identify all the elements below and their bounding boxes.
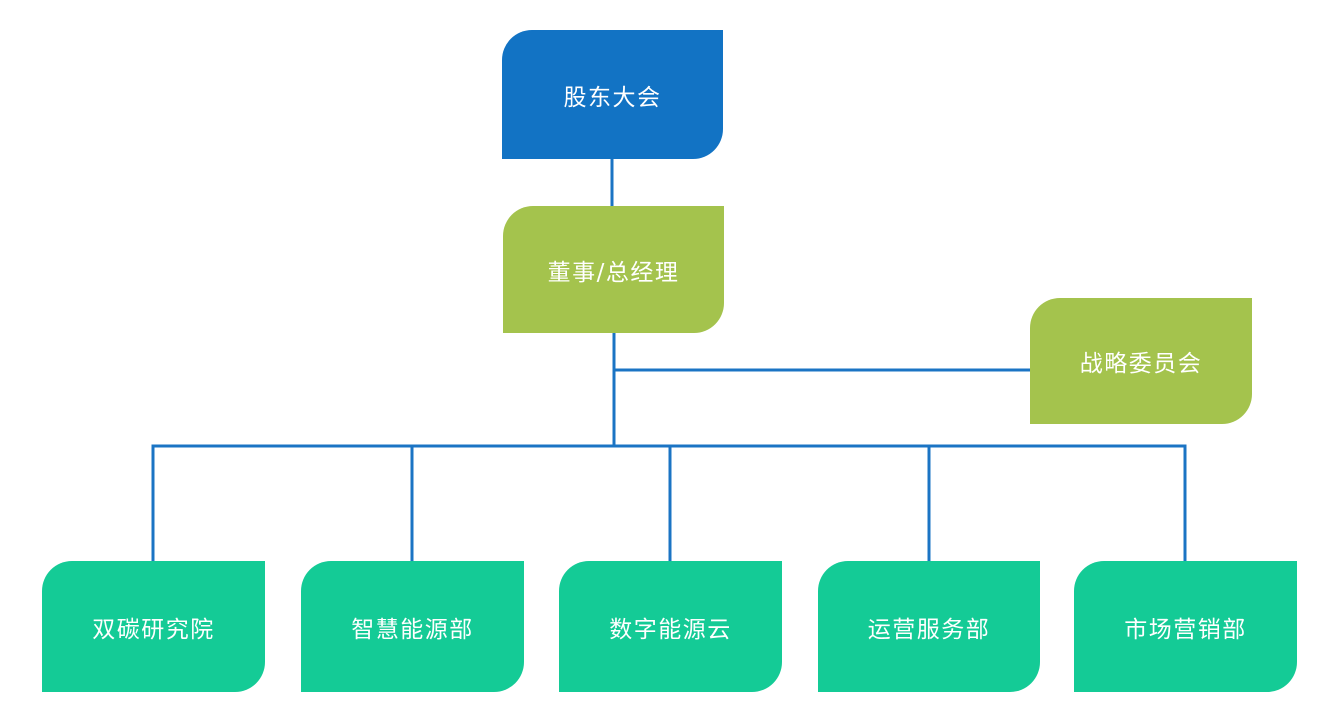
node-label: 董事/总经理 <box>547 259 680 286</box>
node-label: 股东大会 <box>563 84 662 111</box>
node-label: 市场营销部 <box>1124 616 1247 643</box>
org-node-marketing-department[interactable]: 市场营销部 <box>1074 561 1297 692</box>
org-node-shareholders-meeting[interactable]: 股东大会 <box>502 30 723 159</box>
node-label: 数字能源云 <box>609 616 732 643</box>
org-node-smart-energy-department[interactable]: 智慧能源部 <box>301 561 524 692</box>
node-label: 战略委员会 <box>1079 351 1203 377</box>
org-node-dual-carbon-research-institute[interactable]: 双碳研究院 <box>42 561 265 692</box>
org-node-digital-energy-cloud[interactable]: 数字能源云 <box>559 561 782 692</box>
node-label: 双碳研究院 <box>92 616 215 643</box>
node-label: 运营服务部 <box>867 616 991 643</box>
org-node-director-general-manager[interactable]: 董事/总经理 <box>503 206 724 333</box>
org-node-strategy-committee[interactable]: 战略委员会 <box>1030 298 1252 424</box>
org-node-operation-service-department[interactable]: 运营服务部 <box>818 561 1040 692</box>
node-label: 智慧能源部 <box>351 616 474 643</box>
